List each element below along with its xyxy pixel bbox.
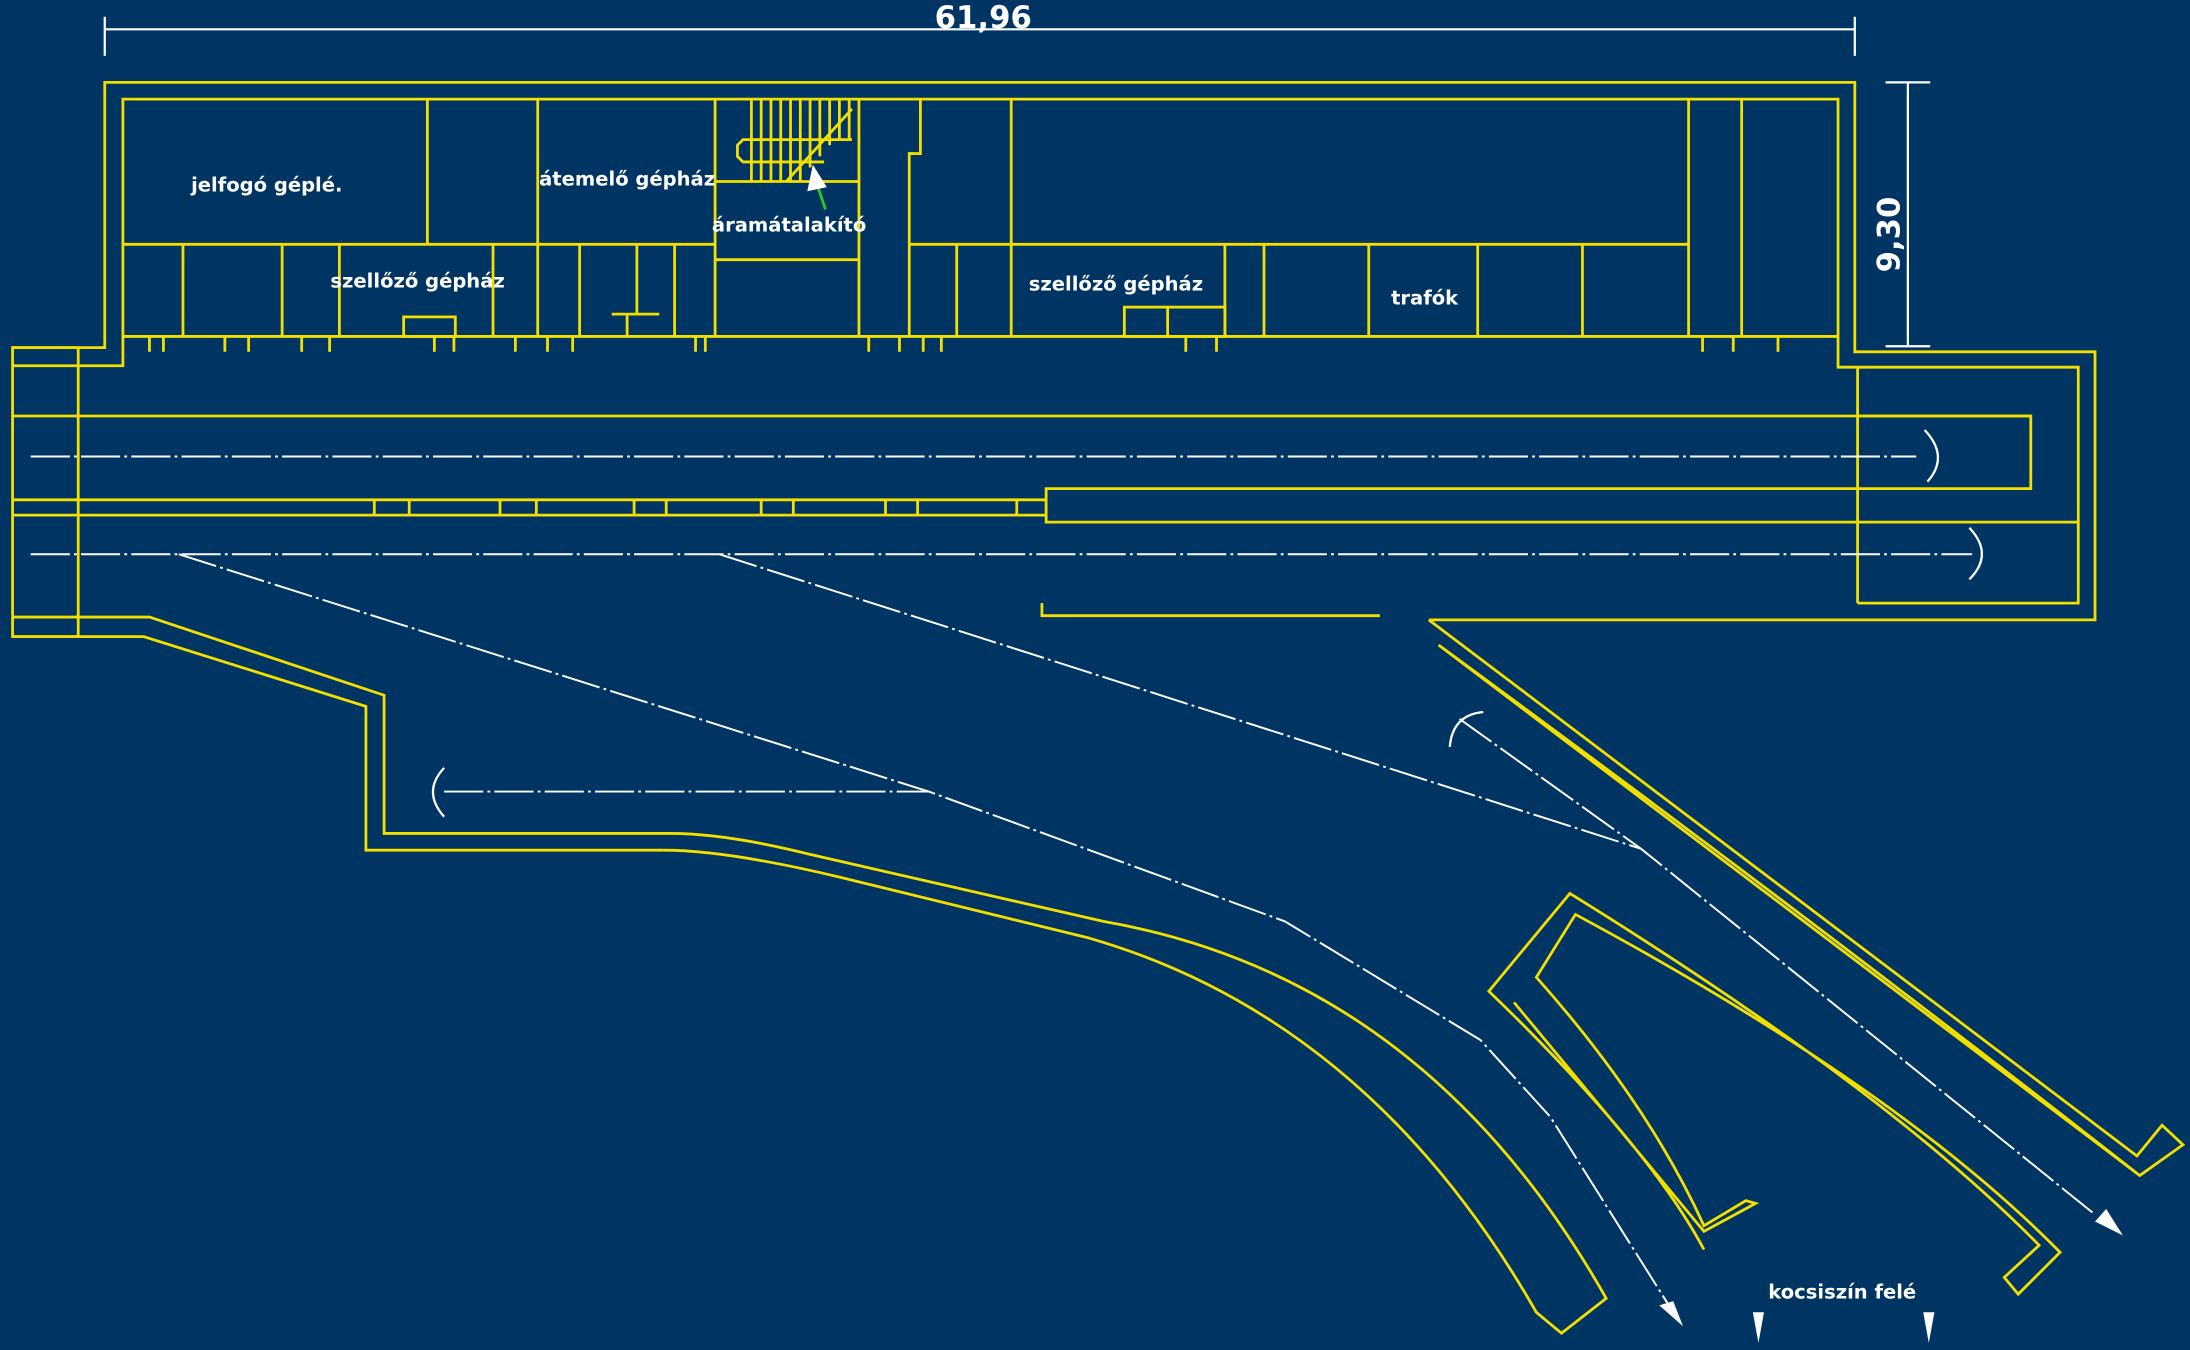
width-value: 9,30 bbox=[1871, 197, 1907, 273]
direction-arrow-icon bbox=[1752, 1312, 1765, 1344]
length-dimension: 61,96 bbox=[103, 0, 1856, 56]
room-label-relay: jelfogó géplé. bbox=[190, 173, 342, 196]
arrow-icon bbox=[2095, 1208, 2123, 1236]
direction-arrow-icon bbox=[1923, 1312, 1935, 1344]
staircase bbox=[736, 99, 854, 183]
direction-label: kocsiszín felé bbox=[1768, 1280, 1916, 1303]
room-label-vent-left: szellőző gépház bbox=[330, 270, 504, 293]
tracks bbox=[30, 429, 2123, 1327]
pointer-arrow-icon bbox=[807, 164, 827, 192]
arrow-icon bbox=[1659, 1301, 1684, 1327]
pointer-line bbox=[817, 188, 827, 210]
room-label-converter: áramátalakító bbox=[712, 214, 866, 237]
room-label-pump: átemelő gépház bbox=[539, 168, 715, 191]
width-dimension: 9,30 bbox=[1871, 81, 1931, 348]
station-walls bbox=[11, 80, 2186, 1336]
length-value: 61,96 bbox=[935, 0, 1032, 36]
room-label-transformers: trafók bbox=[1391, 286, 1459, 309]
room-label-vent-right: szellőző gépház bbox=[1029, 272, 1203, 295]
